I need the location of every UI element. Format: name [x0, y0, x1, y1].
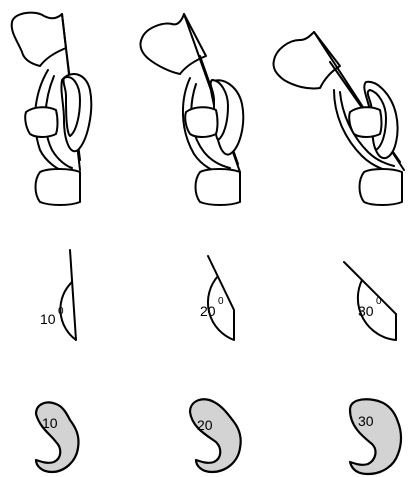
gauge-line-2: [207, 255, 235, 341]
shoulder-illustration-1: [10, 11, 93, 206]
scapula-blade-inner-2: [190, 83, 231, 169]
muscle-loop-b-1: [62, 76, 81, 137]
small-bone-3: [348, 106, 383, 138]
hook-label-2: 20: [197, 417, 213, 433]
hook-label-3: 30: [358, 413, 374, 429]
degree-symbol-2: 0: [218, 296, 224, 307]
angle-gauge-2: 20 0: [200, 255, 235, 341]
hook-shape-1: 10: [34, 401, 80, 474]
angle-label-1: 10: [40, 311, 56, 327]
hook-label-1: 10: [42, 415, 58, 431]
degree-symbol-1: 0: [58, 306, 64, 317]
lower-bone-3: [358, 168, 403, 206]
upper-bone-2: [139, 13, 207, 75]
gauge-line-3: [343, 261, 397, 341]
degree-symbol-3: 0: [376, 296, 382, 307]
scapula-blade-inner-3: [339, 91, 395, 167]
angle-gauge-1: 10 0: [40, 249, 77, 341]
shoulder-illustration-3: [272, 31, 405, 206]
angle-gauge-3: 30 0: [343, 261, 397, 341]
gauge-line-1: [69, 249, 77, 341]
gauge-arc-2: [207, 275, 235, 341]
hook-body-3: [348, 398, 403, 476]
shoulder-illustration-2: [139, 13, 245, 206]
hook-body-1: [34, 401, 80, 474]
angle-label-3: 30: [358, 303, 374, 319]
upper-bone-1: [10, 11, 67, 67]
lower-bone-2: [194, 168, 241, 206]
small-bone-2: [184, 106, 219, 138]
lower-bone-1: [34, 168, 81, 206]
scapula-blade-inner-1: [44, 75, 73, 169]
scapula-blade-1: [34, 69, 67, 173]
hook-shape-2: 20: [188, 398, 242, 474]
gauge-arc-1: [59, 281, 77, 341]
hook-body-2: [188, 398, 242, 474]
upper-bone-3: [272, 31, 341, 90]
hook-shape-3: 30: [348, 398, 403, 476]
small-bone-1: [24, 106, 59, 138]
angle-label-2: 20: [200, 303, 216, 319]
gauge-arc-3: [356, 279, 397, 341]
